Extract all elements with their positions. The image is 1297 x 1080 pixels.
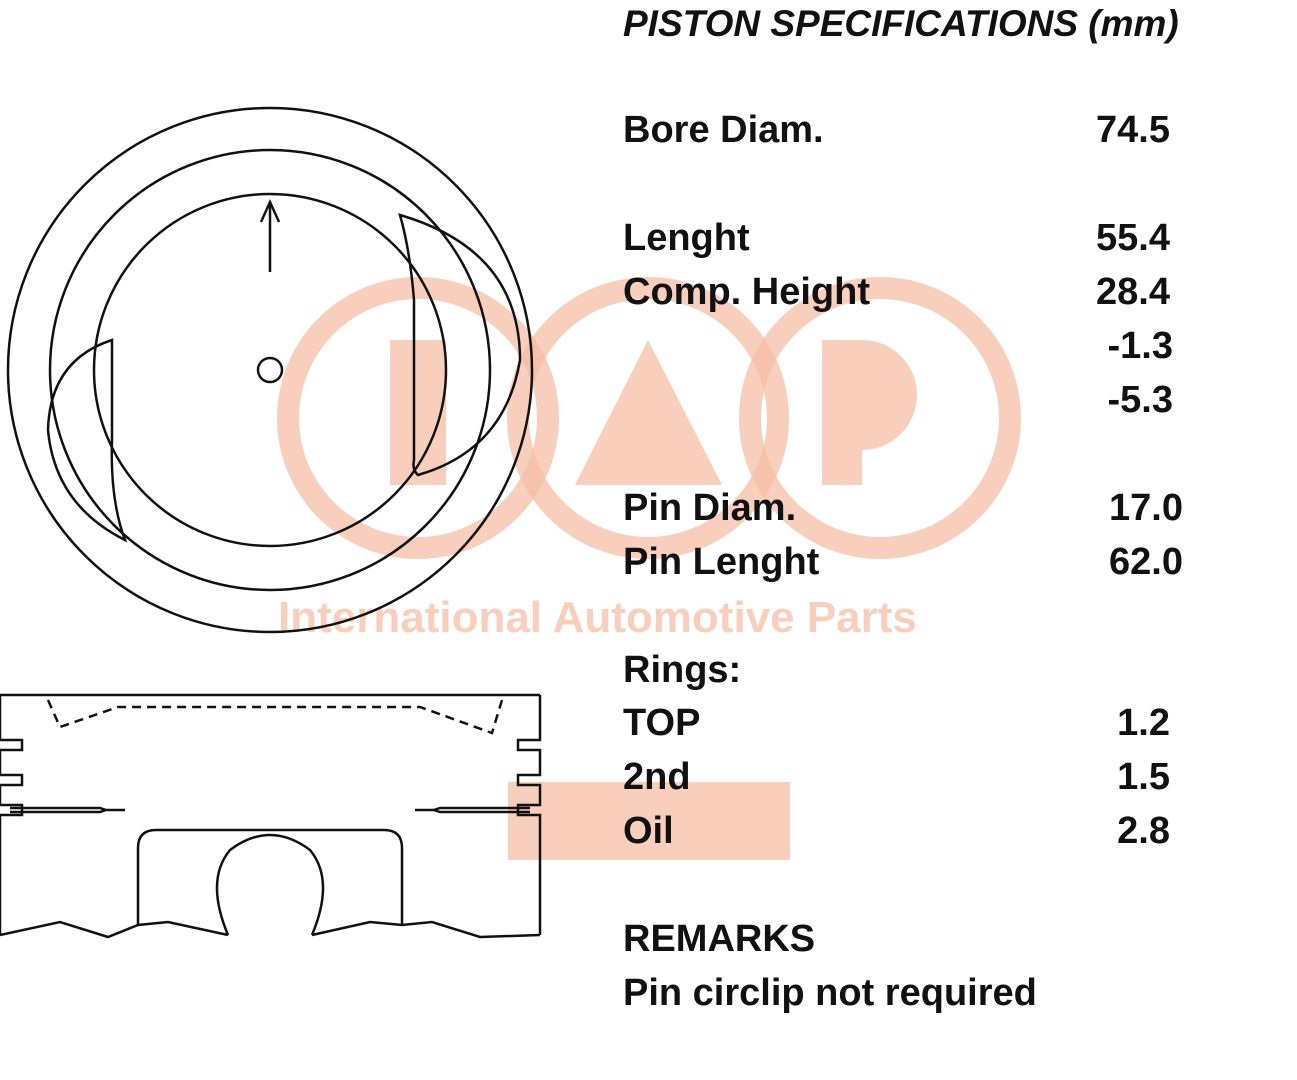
ring-label: TOP xyxy=(623,702,701,744)
ring-value: 1.2 xyxy=(1117,702,1170,744)
spec-label: Comp. Height xyxy=(623,271,870,313)
ring-row-2nd: 2nd 1.5 xyxy=(623,755,1183,801)
spec-value: -1.3 xyxy=(1107,325,1173,367)
ring-row-oil: Oil 2.8 xyxy=(623,809,1183,855)
remarks-heading-text: REMARKS xyxy=(623,918,816,960)
spec-row-offset-2: -5.3 xyxy=(623,378,1183,424)
ring-value: 2.8 xyxy=(1117,810,1170,852)
spec-row-offset-1: -1.3 xyxy=(623,324,1183,370)
piston-side-view xyxy=(0,693,542,939)
page-title: PISTON SPECIFICATIONS (mm) xyxy=(623,3,1179,44)
ring-row-top: TOP 1.2 xyxy=(623,701,1183,747)
remarks-heading: REMARKS xyxy=(623,917,1183,963)
spec-label: Pin Lenght xyxy=(623,541,820,583)
spec-value: -5.3 xyxy=(1107,379,1173,421)
piston-drawing xyxy=(0,106,542,939)
spec-value: 74.5 xyxy=(1096,109,1170,151)
spec-row-pin-length: Pin Lenght 62.0 xyxy=(623,540,1183,586)
rings-heading: Rings: xyxy=(623,648,1183,694)
spec-value: 55.4 xyxy=(1096,217,1170,259)
spec-row-pin-diam: Pin Diam. 17.0 xyxy=(623,486,1183,532)
spec-value: 28.4 xyxy=(1096,271,1170,313)
ring-label: Oil xyxy=(623,810,674,852)
spec-row-comp-height: Comp. Height 28.4 xyxy=(623,270,1183,316)
watermark-tagline: International Automotive Parts xyxy=(278,593,917,642)
spec-label: Lenght xyxy=(623,217,750,259)
quality-parts-badge xyxy=(508,782,790,860)
spec-row-length: Lenght 55.4 xyxy=(623,216,1183,262)
piston-top-view xyxy=(6,106,534,634)
spec-value: 62.0 xyxy=(1109,541,1183,583)
remarks-text: Pin circlip not required xyxy=(623,971,1183,1017)
rings-heading-text: Rings: xyxy=(623,649,742,691)
spec-row-bore: Bore Diam. 74.5 xyxy=(623,108,1183,154)
spec-value: 17.0 xyxy=(1109,487,1183,529)
ring-value: 1.5 xyxy=(1117,756,1170,798)
spec-label: Bore Diam. xyxy=(623,109,824,151)
remarks-body: Pin circlip not required xyxy=(623,972,1037,1014)
spec-label: Pin Diam. xyxy=(623,487,797,529)
ring-label: 2nd xyxy=(623,756,691,798)
